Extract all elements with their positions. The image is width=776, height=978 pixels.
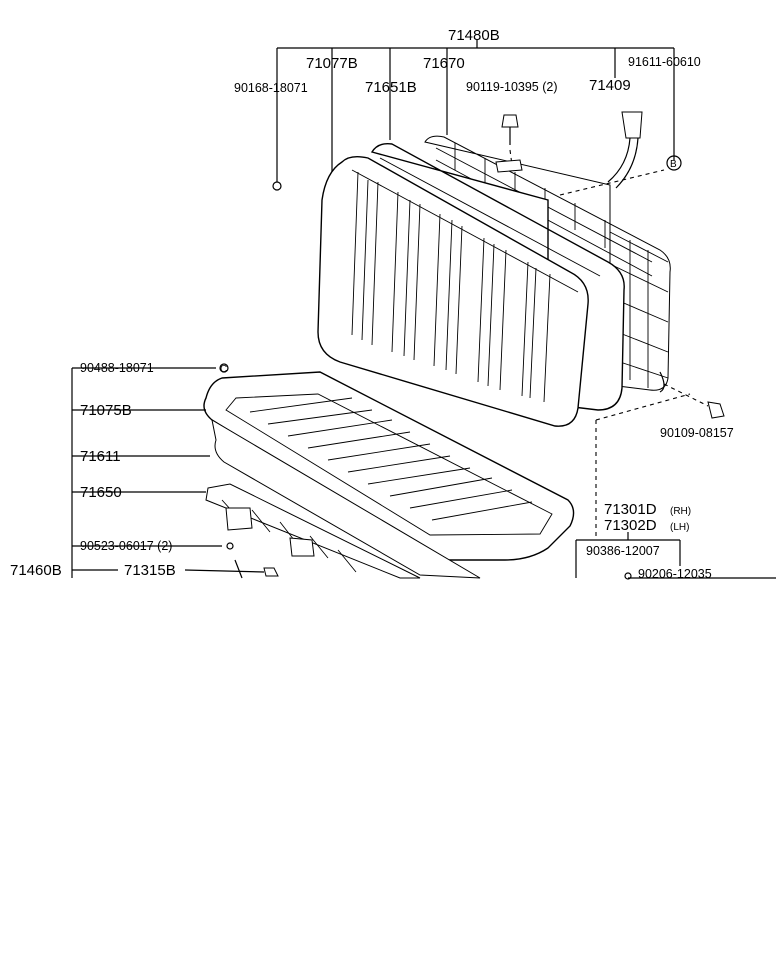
seat-cushion (203, 371, 575, 561)
bracket-71480B (272, 40, 675, 191)
label-71670: 71670 (423, 55, 465, 72)
label-90523-06017: 90523-06017 (2) (80, 539, 172, 553)
label-71075B: 71075B (80, 402, 132, 419)
label-71302D: 71302D (604, 517, 657, 534)
label-71301D: 71301D (604, 501, 657, 518)
label-rh: (RH) (670, 506, 691, 517)
seat-back-cushion (317, 155, 589, 427)
label-71077B: 71077B (306, 55, 358, 72)
bolt-90109 (595, 383, 725, 540)
label-90109-08157: 90109-08157 (660, 426, 734, 440)
label-71460B: 71460B (10, 562, 62, 579)
label-90488-18071: 90488-18071 (80, 361, 154, 375)
bolt-90119 (495, 114, 523, 173)
label-71611: 71611 (80, 448, 121, 465)
seat-cushion-pad (211, 419, 481, 579)
label-90386-12007: 90386-12007 (586, 544, 660, 558)
blank-lower-area (0, 580, 776, 978)
label-lh: (LH) (670, 522, 689, 533)
label-71315B: 71315B (124, 562, 176, 579)
label-71650: 71650 (80, 484, 122, 501)
headrest-strap (559, 111, 682, 196)
label-90119-10395: 90119-10395 (2) (466, 80, 558, 94)
label-71480B: 71480B (448, 27, 500, 44)
label-71409: 71409 (589, 77, 631, 94)
label-91611-60610: 91611-60610 (628, 55, 701, 69)
callout-C: C (220, 364, 227, 375)
callout-B: B (670, 159, 677, 170)
seat-cushion-frame (205, 483, 421, 579)
label-71651B: 71651B (365, 79, 417, 96)
bracket-90386 (575, 532, 776, 580)
label-90168-18071: 90168-18071 (234, 81, 308, 95)
label-90206-12035: 90206-12035 (638, 567, 712, 581)
bracket-71460B (71, 363, 279, 578)
